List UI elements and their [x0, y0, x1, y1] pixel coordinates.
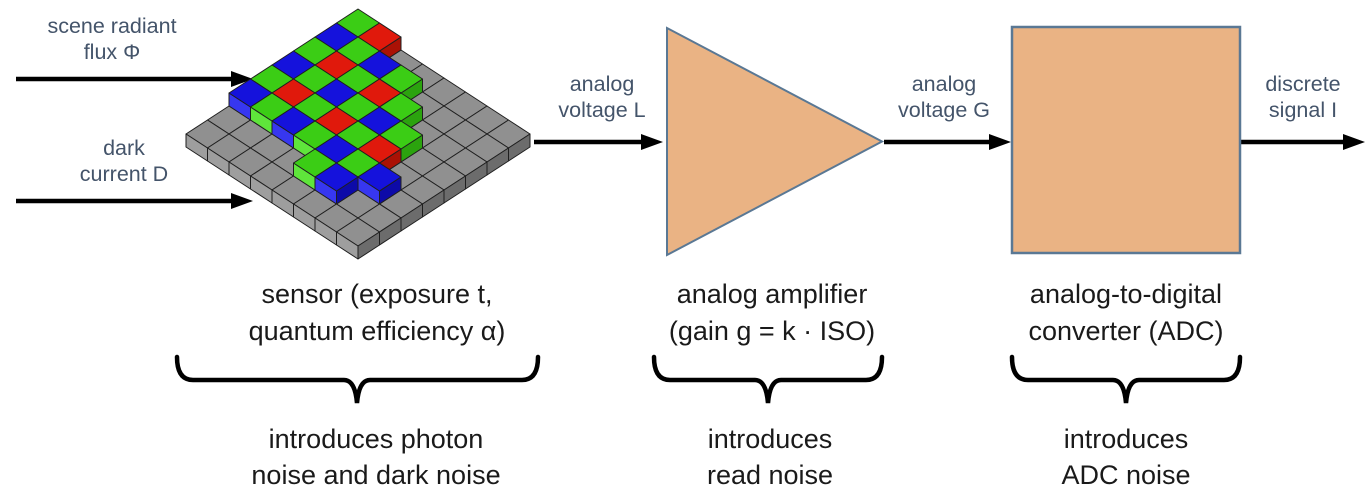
amplifier-triangle	[666, 26, 885, 257]
caption-line: (gain g = k · ISO)	[668, 316, 876, 346]
label-line: current D	[79, 162, 169, 186]
sensor-3d-graphic	[185, 8, 531, 260]
noise-line: noise and dark noise	[251, 460, 501, 490]
caption-adc: analog-to-digital converter (ADC)	[1028, 276, 1223, 350]
noise-label-sensor: introduces photon noise and dark noise	[251, 421, 500, 493]
caption-line: sensor (exposure t,	[261, 279, 493, 309]
label-line: voltage G	[897, 98, 991, 122]
noise-line: introduces	[707, 424, 833, 454]
label-discrete-signal: discrete signal I	[1265, 71, 1340, 123]
label-line: scene radiant	[47, 14, 177, 38]
label-line: dark	[103, 136, 145, 160]
label-line: flux Φ	[83, 40, 141, 64]
noise-line: introduces photon	[268, 424, 484, 454]
noise-label-amplifier: introduces read noise	[707, 421, 833, 493]
label-line: signal I	[1268, 98, 1338, 122]
label-dark-current: dark current D	[80, 135, 168, 187]
underbrace-adc	[1009, 354, 1243, 404]
label-analog-voltage-L: analog voltage L	[558, 71, 645, 123]
caption-line: analog amplifier	[676, 279, 868, 309]
caption-line: converter (ADC)	[1028, 316, 1224, 346]
caption-line: analog-to-digital	[1029, 279, 1223, 309]
label-line: voltage L	[558, 98, 646, 122]
label-scene-radiant-flux: scene radiant flux Φ	[47, 13, 176, 65]
label-line: analog	[911, 72, 977, 96]
label-line: discrete	[1265, 72, 1341, 96]
noise-line: ADC noise	[1061, 460, 1191, 490]
noise-line: read noise	[706, 460, 834, 490]
label-line: analog	[569, 72, 635, 96]
label-analog-voltage-G: analog voltage G	[898, 71, 990, 123]
adc-box	[1010, 25, 1242, 255]
underbrace-amplifier	[651, 354, 885, 404]
caption-sensor: sensor (exposure t, quantum efficiency α…	[249, 276, 506, 350]
noise-label-adc: introduces ADC noise	[1061, 421, 1190, 493]
caption-line: quantum efficiency α)	[248, 316, 506, 346]
caption-amplifier: analog amplifier (gain g = k · ISO)	[669, 276, 875, 350]
underbrace-sensor	[174, 354, 541, 404]
noise-line: introduces	[1063, 424, 1189, 454]
